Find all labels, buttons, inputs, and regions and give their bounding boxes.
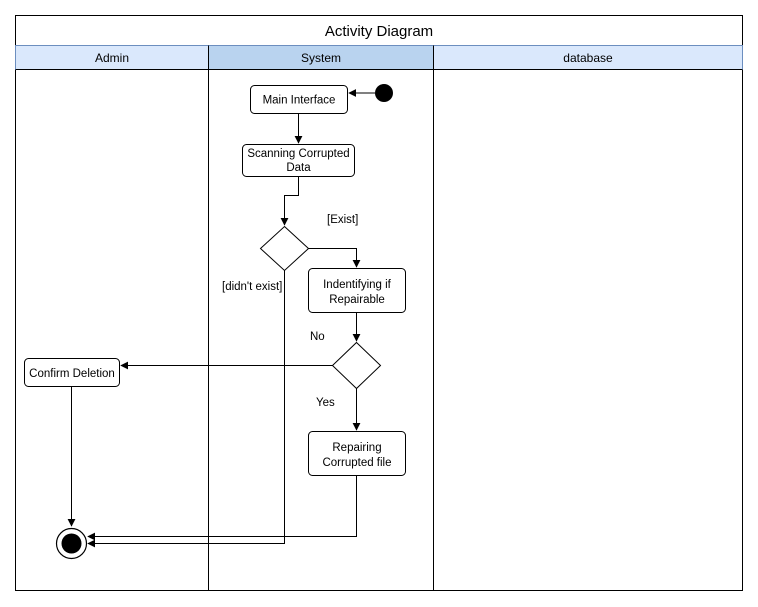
lane-label-system: System <box>301 51 341 65</box>
guard-exist: [Exist] <box>327 214 358 226</box>
lane-header-database <box>433 45 743 70</box>
lane-header-admin <box>15 45 209 70</box>
node-scanning-label-1: Scanning Corrupted <box>247 148 349 160</box>
node-scanning-label-2: Data <box>286 162 311 174</box>
guard-yes: Yes <box>316 397 335 409</box>
node-confirm-deletion-label: Confirm Deletion <box>29 368 115 380</box>
diagram-title: Activity Diagram <box>325 23 433 40</box>
edge-decision1-to-identifying <box>308 248 361 268</box>
edge-decision1-to-final <box>87 270 285 548</box>
initial-node <box>375 84 393 102</box>
node-identifying-label-1: Indentifying if <box>323 279 392 291</box>
edge-repairing-to-final <box>87 475 357 541</box>
node-identifying-label-2: Repairable <box>329 294 385 306</box>
lane-label-database: database <box>563 51 613 65</box>
final-node-inner <box>61 533 82 554</box>
node-repairing-label-1: Repairing <box>332 442 381 454</box>
guard-no: No <box>310 331 325 343</box>
node-main-interface-label: Main Interface <box>263 95 336 107</box>
node-repairing-label-2: Corrupted file <box>322 457 391 469</box>
guard-didnt-exist: [didn't exist] <box>222 281 282 293</box>
lane-label-admin: Admin <box>95 51 129 65</box>
edge-scanning-to-decision1 <box>280 176 299 226</box>
